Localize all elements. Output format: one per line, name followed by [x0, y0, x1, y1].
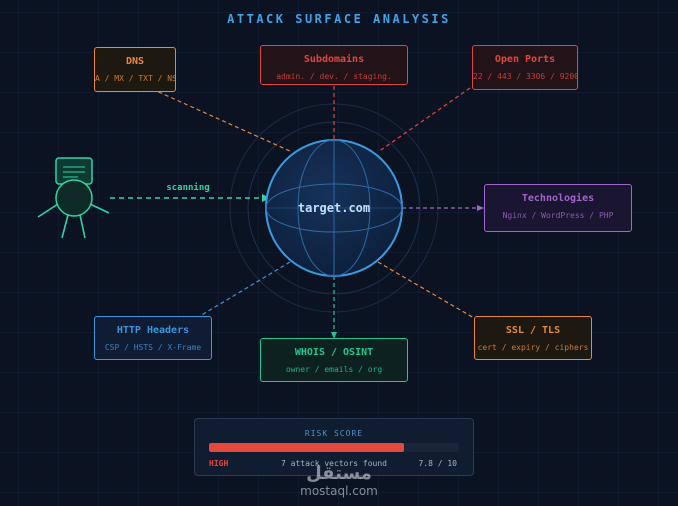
watermark: مستقل mostaql.com [0, 463, 678, 499]
connector-http-headers [199, 261, 291, 317]
node-whois-detail: owner / emails / org [285, 365, 383, 374]
node-ssl-tls[interactable]: SSL / TLS cert / expiry / ciphers [474, 316, 592, 360]
node-subdomains-title: Subdomains [303, 54, 365, 65]
node-ssl-tls-title: SSL / TLS [505, 325, 561, 336]
node-http-headers-detail: CSP / HSTS / X-Frame [104, 343, 202, 352]
risk-level: HIGH [209, 459, 229, 468]
connector-dns [151, 88, 293, 153]
node-technologies-detail: Nginx / WordPress / PHP [502, 211, 614, 220]
risk-score-label: RISK SCORE [304, 429, 364, 438]
attack-vector-count: 7 attack vectors found [281, 459, 387, 468]
scanner-robot-icon [37, 157, 110, 239]
risk-score-bar-fill [209, 443, 404, 452]
node-whois-title: WHOIS / OSINT [294, 347, 374, 358]
node-http-headers[interactable]: HTTP Headers CSP / HSTS / X-Frame [94, 316, 212, 360]
target-domain-label: target.com [297, 201, 371, 215]
node-open-ports-title: Open Ports [494, 54, 556, 65]
connector-open-ports [377, 87, 471, 153]
node-whois-osint[interactable]: WHOIS / OSINT owner / emails / org [260, 338, 408, 382]
node-dns-title: DNS [125, 56, 145, 67]
node-subdomains[interactable]: Subdomains admin. / dev. / staging. [260, 45, 408, 85]
whois-arrow-head [331, 332, 337, 339]
watermark-latin: mostaql.com [300, 484, 378, 498]
risk-score-value: 7.8 / 10 [418, 459, 457, 468]
node-dns[interactable]: DNS A / MX / TXT / NS [94, 47, 176, 92]
node-open-ports[interactable]: Open Ports 22 / 443 / 3306 / 9200 [472, 45, 578, 90]
node-technologies-title: Technologies [521, 193, 595, 204]
target-globe-icon[interactable] [265, 139, 403, 277]
risk-score-bar [209, 443, 459, 452]
node-technologies[interactable]: Technologies Nginx / WordPress / PHP [484, 184, 632, 232]
risk-score-panel: RISK SCORE HIGH 7 attack vectors found 7… [194, 418, 474, 476]
page-title: ATTACK SURFACE ANALYSIS [227, 12, 451, 26]
node-http-headers-title: HTTP Headers [116, 325, 190, 336]
watermark-arabic: مستقل [306, 463, 372, 484]
connector-ssl-tls [377, 261, 475, 319]
node-subdomains-detail: admin. / dev. / staging. [276, 72, 392, 81]
node-ssl-tls-detail: cert / expiry / ciphers [477, 343, 589, 352]
technologies-arrow-head [477, 205, 484, 211]
node-dns-detail: A / MX / TXT / NS [95, 74, 176, 83]
node-open-ports-detail: 22 / 443 / 3306 / 9200 [473, 72, 578, 81]
scanning-label: scanning [166, 183, 210, 193]
